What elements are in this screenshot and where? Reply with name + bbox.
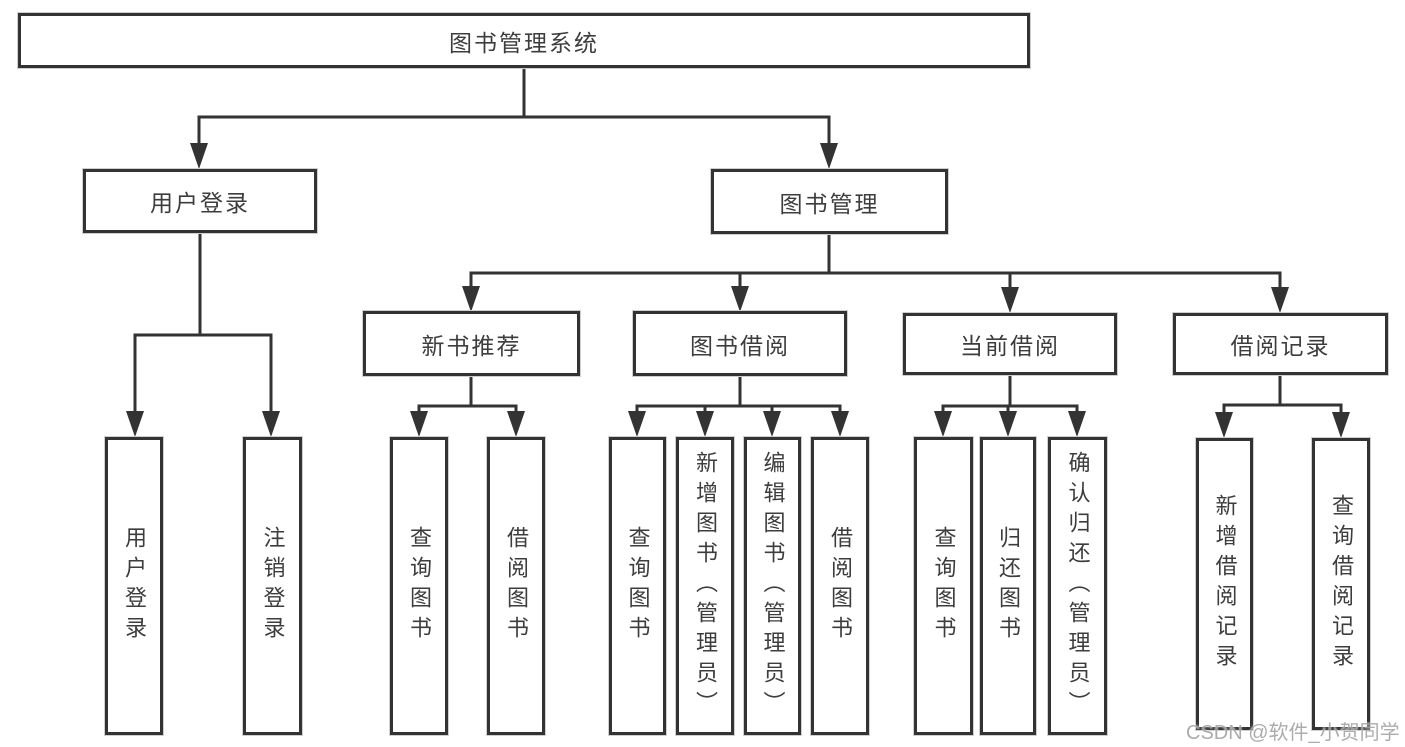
leaf-logout: 注销登录 (243, 437, 302, 735)
leaf-borrow-books-recommend: 借阅图书 (487, 437, 545, 735)
leaf-borrow-books: 借阅图书 (811, 437, 869, 735)
node-user-login: 用户登录 (83, 169, 317, 233)
leaf-user-login: 用户登录 (105, 437, 163, 735)
csdn-watermark: CSDN @软件_小贺同学 (1186, 722, 1400, 744)
node-root-library-system: 图书管理系统 (18, 13, 1030, 68)
leaf-return-books: 归还图书 (980, 437, 1036, 735)
leaf-confirm-return-admin: 确认归还（管理员） (1048, 437, 1107, 735)
leaf-add-books-admin: 新增图书（管理员） (676, 437, 734, 735)
leaf-query-books-current: 查询图书 (914, 437, 973, 735)
node-current-borrowing: 当前借阅 (903, 313, 1117, 375)
leaf-query-books-recommend: 查询图书 (390, 437, 448, 735)
leaf-query-books-borrow: 查询图书 (609, 437, 666, 735)
node-book-borrowing: 图书借阅 (633, 311, 847, 376)
node-book-management: 图书管理 (711, 169, 948, 234)
leaf-edit-books-admin: 编辑图书（管理员） (744, 437, 801, 735)
node-borrowing-records: 借阅记录 (1173, 313, 1388, 375)
leaf-query-borrow-record: 查询借阅记录 (1312, 438, 1370, 730)
node-new-book-recommend: 新书推荐 (363, 311, 580, 376)
leaf-add-borrow-record: 新增借阅记录 (1196, 438, 1253, 730)
